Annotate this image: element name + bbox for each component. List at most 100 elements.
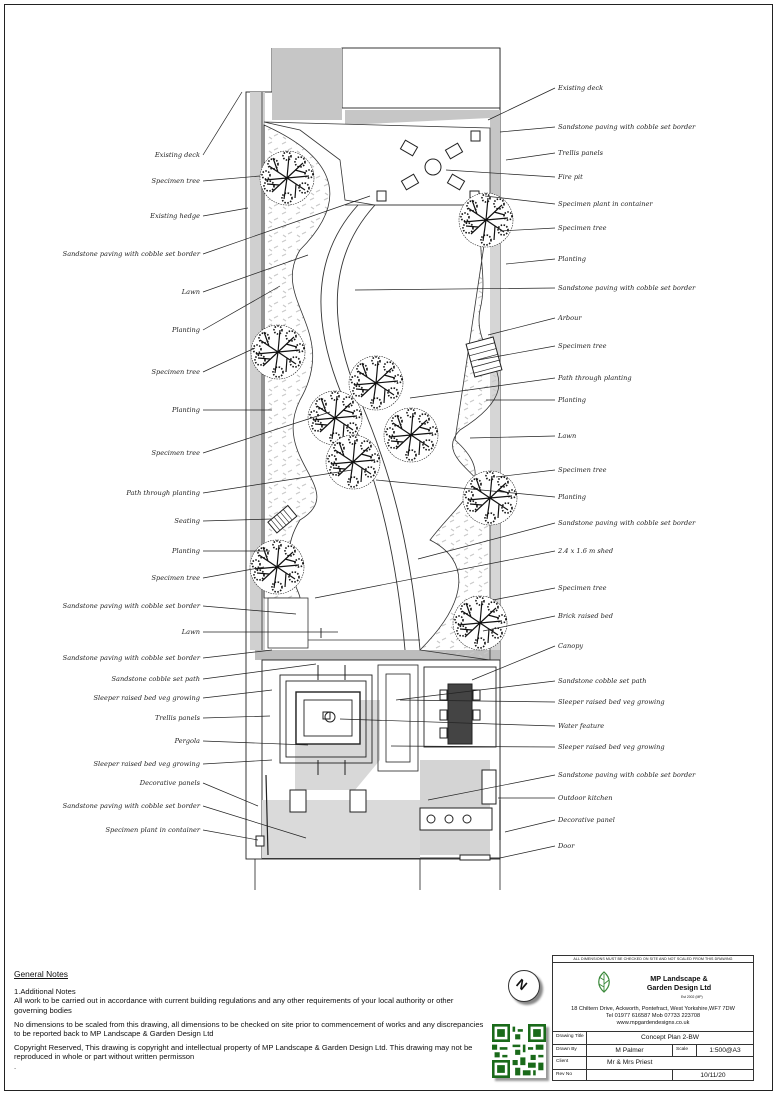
scale-value: 1:500@A3 (709, 1046, 741, 1054)
callout-right-5: Specimen plant in container (484, 195, 653, 208)
leader-line (504, 819, 556, 833)
leader-line (202, 469, 353, 494)
callout-label: Specimen tree (151, 368, 200, 376)
callout-label: Specimen plant in container (105, 826, 200, 834)
callout-label: Path through planting (125, 489, 200, 497)
leader-line (339, 718, 556, 727)
callout-label: Sandstone paving with cobble set border (63, 250, 201, 258)
callout-label: Trellis panels (155, 714, 201, 722)
callout-right-4: Fire pit (445, 169, 583, 181)
callout-label: Sandstone paving with cobble set border (63, 802, 201, 810)
north-letter: N (513, 975, 531, 994)
leader-line (495, 469, 556, 478)
callout-right-13: Lawn (469, 432, 576, 440)
callout-right-21: Sandstone cobble set path (395, 677, 646, 701)
callout-label: Sleeper raised bed veg growing (93, 694, 200, 702)
callout-right-26: Outdoor kitchen (498, 794, 613, 802)
note-3: Copyright Reserved, This drawing is copy… (14, 1043, 473, 1062)
rev-label: Rev No (553, 1069, 587, 1081)
callout-label: Seating (174, 517, 200, 525)
leader-line (202, 649, 273, 659)
callout-right-19: Brick raised bed (482, 612, 613, 632)
leader-line (499, 845, 556, 859)
top-paving (263, 121, 491, 206)
callout-left-16: Sandstone paving with cobble set border (63, 649, 273, 662)
leader-line (202, 518, 273, 522)
leader-line (202, 285, 281, 331)
callout-right-24: Sleeper raised bed veg growing (390, 743, 665, 751)
rev-value (587, 1069, 673, 1081)
leader-line (202, 782, 259, 807)
leader-line (417, 522, 556, 560)
callout-label: Sandstone paving with cobble set border (63, 654, 201, 662)
callout-left-15: Lawn (181, 628, 338, 636)
callout-right-27: Decorative panel (504, 816, 615, 833)
leader-line (202, 566, 265, 579)
callout-label: Specimen tree (151, 177, 200, 185)
client-name: Mr & Mrs Priest (607, 1059, 653, 1066)
leader-line (202, 759, 273, 765)
leader-line (202, 195, 371, 255)
dining-table (447, 683, 473, 745)
leader-line (399, 699, 556, 703)
notes-heading: General Notes (14, 969, 68, 979)
drawing-title-label: Drawing Title (553, 1032, 587, 1044)
callout-left-7: Specimen tree (151, 347, 256, 376)
callout-right-9: Arbour (487, 314, 582, 336)
callout-right-10: Specimen tree (477, 342, 607, 361)
callout-right-16: Sandstone paving with cobble set border (417, 519, 696, 560)
callout-right-22: Sleeper raised bed veg growing (399, 698, 665, 706)
callout-label: Lawn (181, 628, 200, 636)
callout-label: Planting (557, 396, 586, 404)
callout-label: Canopy (558, 642, 583, 650)
address-line: 18 Chiltern Drive, Ackworth, Pontefract,… (571, 1006, 735, 1012)
title-block: ALL DIMENSIONS MUST BE CHECKED ON SITE A… (552, 955, 754, 1081)
callout-label: Sandstone cobble set path (112, 675, 200, 683)
callout-label: Door (557, 842, 575, 850)
callout-right-23: Water feature (339, 718, 604, 730)
callout-label: Sandstone paving with cobble set border (63, 602, 201, 610)
callout-label: Specimen tree (558, 224, 607, 232)
company-name-line2: Garden Design Ltd (646, 983, 712, 992)
note-1-body: All work to be carried out in accordance… (14, 996, 454, 1015)
callout-label: Specimen tree (558, 466, 607, 474)
callout-left-1: Existing deck (154, 91, 243, 159)
leader-line (499, 227, 556, 232)
leader-line (375, 479, 556, 498)
callout-left-2: Specimen tree (151, 175, 261, 185)
callout-label: Sandstone cobble set path (558, 677, 646, 685)
leader-line (202, 715, 271, 719)
callout-right-20: Canopy (471, 642, 583, 681)
callout-label: Planting (171, 326, 200, 334)
leader-line (482, 615, 556, 632)
callout-label: Water feature (558, 722, 604, 730)
leader-line (202, 689, 273, 699)
callout-label: Sandstone paving with cobble set border (558, 519, 696, 527)
callout-label: Existing deck (154, 151, 200, 159)
leader-line (427, 774, 556, 801)
callout-label: Planting (171, 406, 200, 414)
leader-line (202, 207, 249, 217)
leader-line (202, 347, 256, 373)
leader-line (499, 126, 556, 133)
callout-label: Lawn (557, 432, 576, 440)
callout-right-1: Existing deck (487, 84, 603, 121)
sleeper-bed-left (279, 674, 373, 764)
callout-label: Specimen tree (558, 342, 607, 350)
callout-right-25: Sandstone paving with cobble set border (427, 771, 696, 801)
callout-left-5: Lawn (181, 254, 309, 296)
leader-line (202, 411, 331, 454)
callout-label: Lawn (181, 288, 200, 296)
company-address: 18 Chiltern Drive, Ackworth, Pontefract,… (557, 1006, 749, 1028)
drawn-by-label: Drawn By (553, 1044, 587, 1056)
leader-line (202, 254, 309, 293)
outdoor-kitchen (419, 807, 493, 831)
callout-left-12: Planting (171, 547, 270, 555)
callout-left-9: Specimen tree (151, 411, 331, 457)
leader-line (202, 805, 307, 839)
callout-left-18: Sleeper raised bed veg growing (93, 689, 273, 702)
note-2: No dimensions to be scaled from this dra… (14, 1019, 484, 1039)
leader-line (354, 287, 556, 291)
north-arrow-icon: N (508, 970, 540, 1002)
